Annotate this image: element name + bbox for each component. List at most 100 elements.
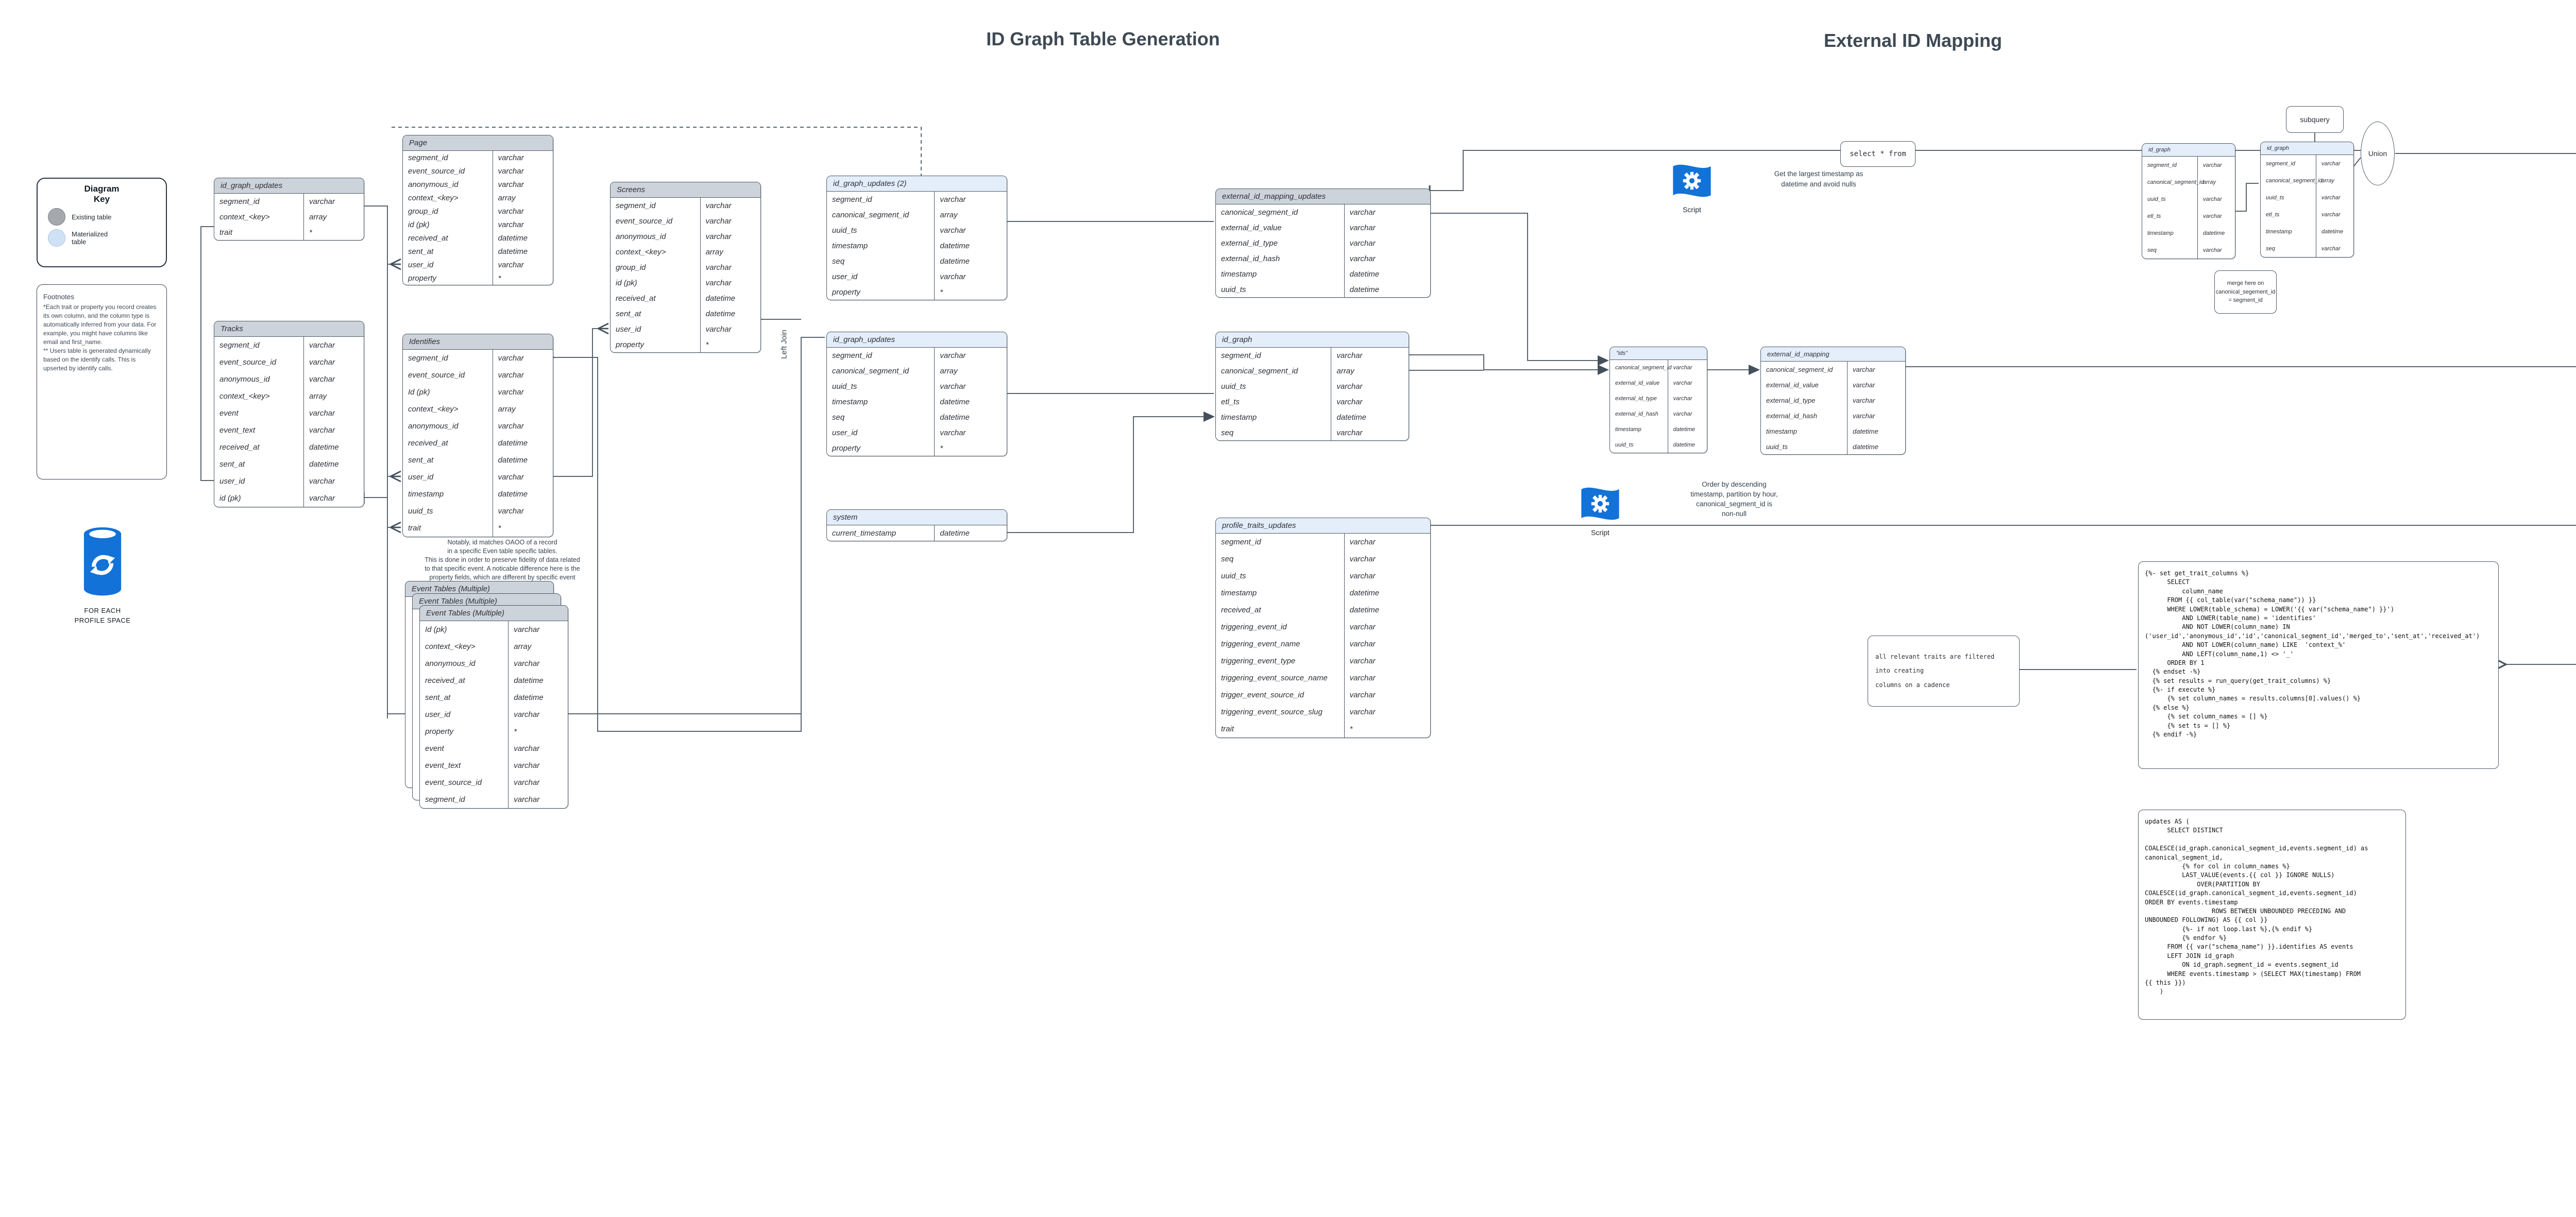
entity-title: Screens xyxy=(611,182,760,198)
traits-note-box[interactable]: all relevant traits are filtered into cr… xyxy=(1868,636,2020,707)
section-title-external-id: External ID Mapping xyxy=(1823,30,2003,51)
connector-left-bus xyxy=(364,205,388,718)
script-label: Script xyxy=(1683,205,1701,214)
field-row: trait* xyxy=(1216,721,1430,738)
field-row: property* xyxy=(827,284,1007,300)
footnotes[interactable]: Footnotes *Each trait or property you re… xyxy=(37,284,167,479)
left-join-vertical-label: Left Join xyxy=(779,330,789,359)
entity-title: "ids" xyxy=(1610,347,1707,360)
script-note-2: Order by descending timestamp, partition… xyxy=(1690,481,1778,518)
entity-title: system xyxy=(827,510,1007,525)
sql-block-get-trait-columns[interactable]: {%- set get_trait_columns %} SELECT colu… xyxy=(2138,561,2499,769)
connector-tracks-userid xyxy=(200,226,226,487)
field-row: id (pk)varchar xyxy=(214,490,364,507)
merge-note-box[interactable]: merge here on canonical_segement_id = se… xyxy=(2214,270,2277,314)
section-title-id-graph: ID Graph Table Generation xyxy=(986,28,1220,49)
field-row: Id (pk)varchar xyxy=(403,384,553,401)
script-icon xyxy=(1673,164,1711,197)
profile-space-node[interactable]: FOR EACH PROFILE SPACE xyxy=(61,523,144,626)
entity-title: profile_traits_updates xyxy=(1216,518,1430,534)
script-node-2[interactable]: Script xyxy=(1578,484,1623,537)
select-from-box[interactable]: select * from xyxy=(1840,141,1916,167)
connector-page-to-screens xyxy=(552,322,609,477)
entity-title: external_id_mapping xyxy=(1761,347,1905,362)
connector-subgraph-merge xyxy=(2233,183,2259,217)
diagram-key[interactable]: Diagram Key Existing table Materialized … xyxy=(37,178,167,267)
field-row: Id (pk)varchar xyxy=(420,621,568,638)
entity-title: Page xyxy=(403,135,553,151)
script-node-1[interactable]: Script xyxy=(1669,161,1715,214)
subquery-box[interactable]: subquery xyxy=(2286,106,2344,133)
existing-table-swatch xyxy=(48,208,65,226)
field-row: property* xyxy=(827,440,1007,456)
database-sync-icon xyxy=(83,527,122,596)
connector-system-to-idgraph xyxy=(1006,412,1215,533)
footnotes-title: Footnotes xyxy=(43,293,75,301)
field-row: context_<key>array xyxy=(611,244,760,260)
union-node[interactable]: Union xyxy=(2361,122,2395,185)
script-icon xyxy=(1581,487,1619,520)
sql-block-updates-cte[interactable]: updates AS ( SELECT DISTINCT COALESCE(id… xyxy=(2138,810,2406,1020)
script-note-1: Get the largest timestamp as datetime an… xyxy=(1774,170,1863,188)
